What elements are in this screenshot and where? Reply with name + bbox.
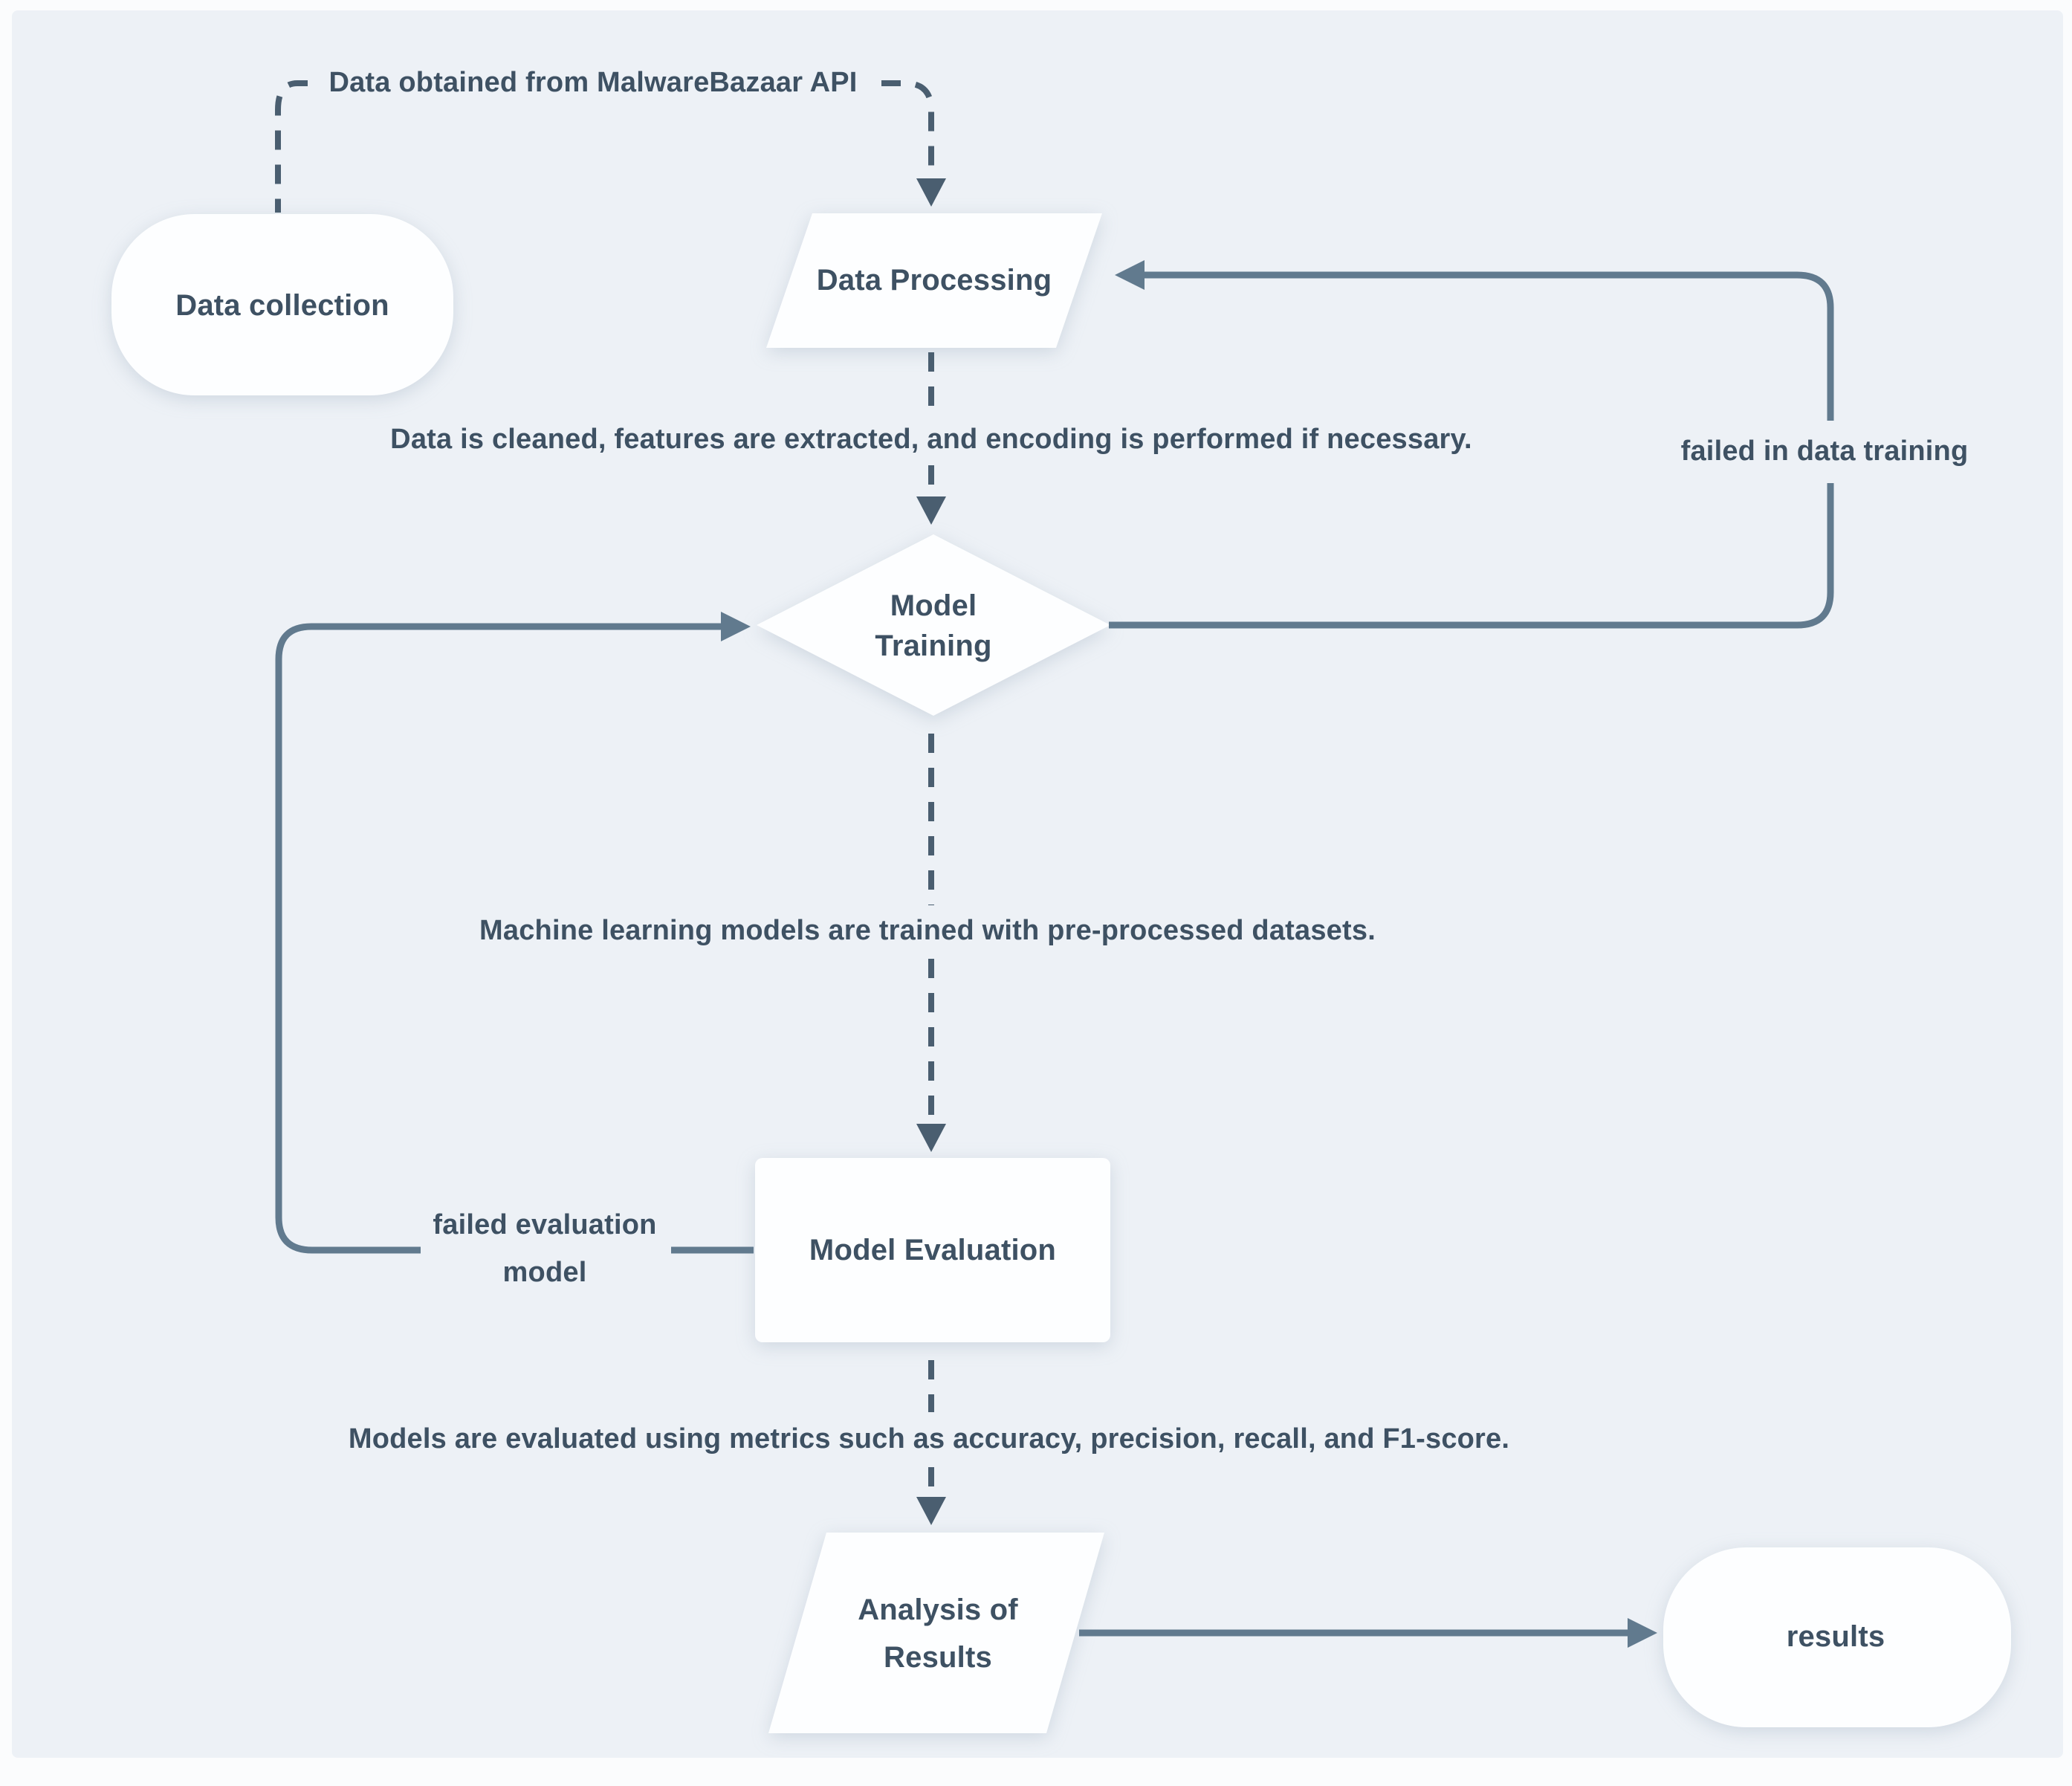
failed-evaluation-label-line2: model (502, 1257, 587, 1288)
model-training-label: Model Training (875, 586, 991, 666)
data-collection-node (111, 214, 453, 395)
arrowhead-into-training-top (916, 496, 946, 525)
analysis-of-results-label-line2: Results (884, 1641, 992, 1674)
arrowhead-into-data-processing (1115, 260, 1145, 290)
evaluation-note-label: Models are evaluated using metrics such … (348, 1423, 1510, 1455)
dashed-arrowheads (916, 178, 946, 1525)
edge-loop-left-to-training (275, 623, 739, 1254)
failed-evaluation-label-line1: failed evaluation (433, 1209, 657, 1240)
analysis-of-results-label-line1: Analysis of (858, 1594, 1018, 1626)
api-source-label: Data obtained from MalwareBazaar API (328, 67, 858, 98)
model-training-label-line2: Training (875, 630, 992, 662)
model-evaluation-label: Model Evaluation (809, 1234, 1057, 1266)
node-shapes (111, 213, 2011, 1733)
arrowhead-into-evaluation-top (916, 1124, 946, 1152)
results-label: results (1786, 1620, 1885, 1653)
solid-arrowheads (721, 260, 1657, 1648)
analysis-of-results-node (768, 1533, 1104, 1733)
model-training-label-line1: Model (890, 589, 977, 622)
failed-in-data-training-label: failed in data training (1680, 436, 1969, 467)
analysis-of-results-label: Analysis of Results (858, 1586, 1018, 1681)
arrowhead-api-into-processing (916, 178, 946, 207)
training-note-label: Machine learning models are trained with… (479, 915, 1376, 946)
arrowhead-into-analysis-top (916, 1497, 946, 1525)
results-node (1663, 1547, 2011, 1727)
edge-training-to-loop-right (1109, 483, 1834, 629)
data-processing-node (766, 213, 1102, 348)
dashed-connectors (275, 80, 934, 1501)
model-training-node (757, 534, 1110, 716)
edge-collection-to-api-label (275, 80, 308, 213)
model-evaluation-node (755, 1158, 1110, 1342)
arrowhead-into-results (1628, 1618, 1657, 1648)
arrowhead-into-model-training (721, 612, 751, 641)
edge-api-label-to-processing (881, 80, 934, 183)
edge-loop-right-to-processing (1125, 271, 1834, 421)
failed-evaluation-label: failed evaluation model (433, 1201, 656, 1296)
cleaning-note-label: Data is cleaned, features are extracted,… (390, 424, 1472, 455)
data-processing-label: Data Processing (816, 264, 1052, 297)
solid-connectors (275, 271, 1834, 1637)
data-collection-label: Data collection (175, 289, 389, 322)
